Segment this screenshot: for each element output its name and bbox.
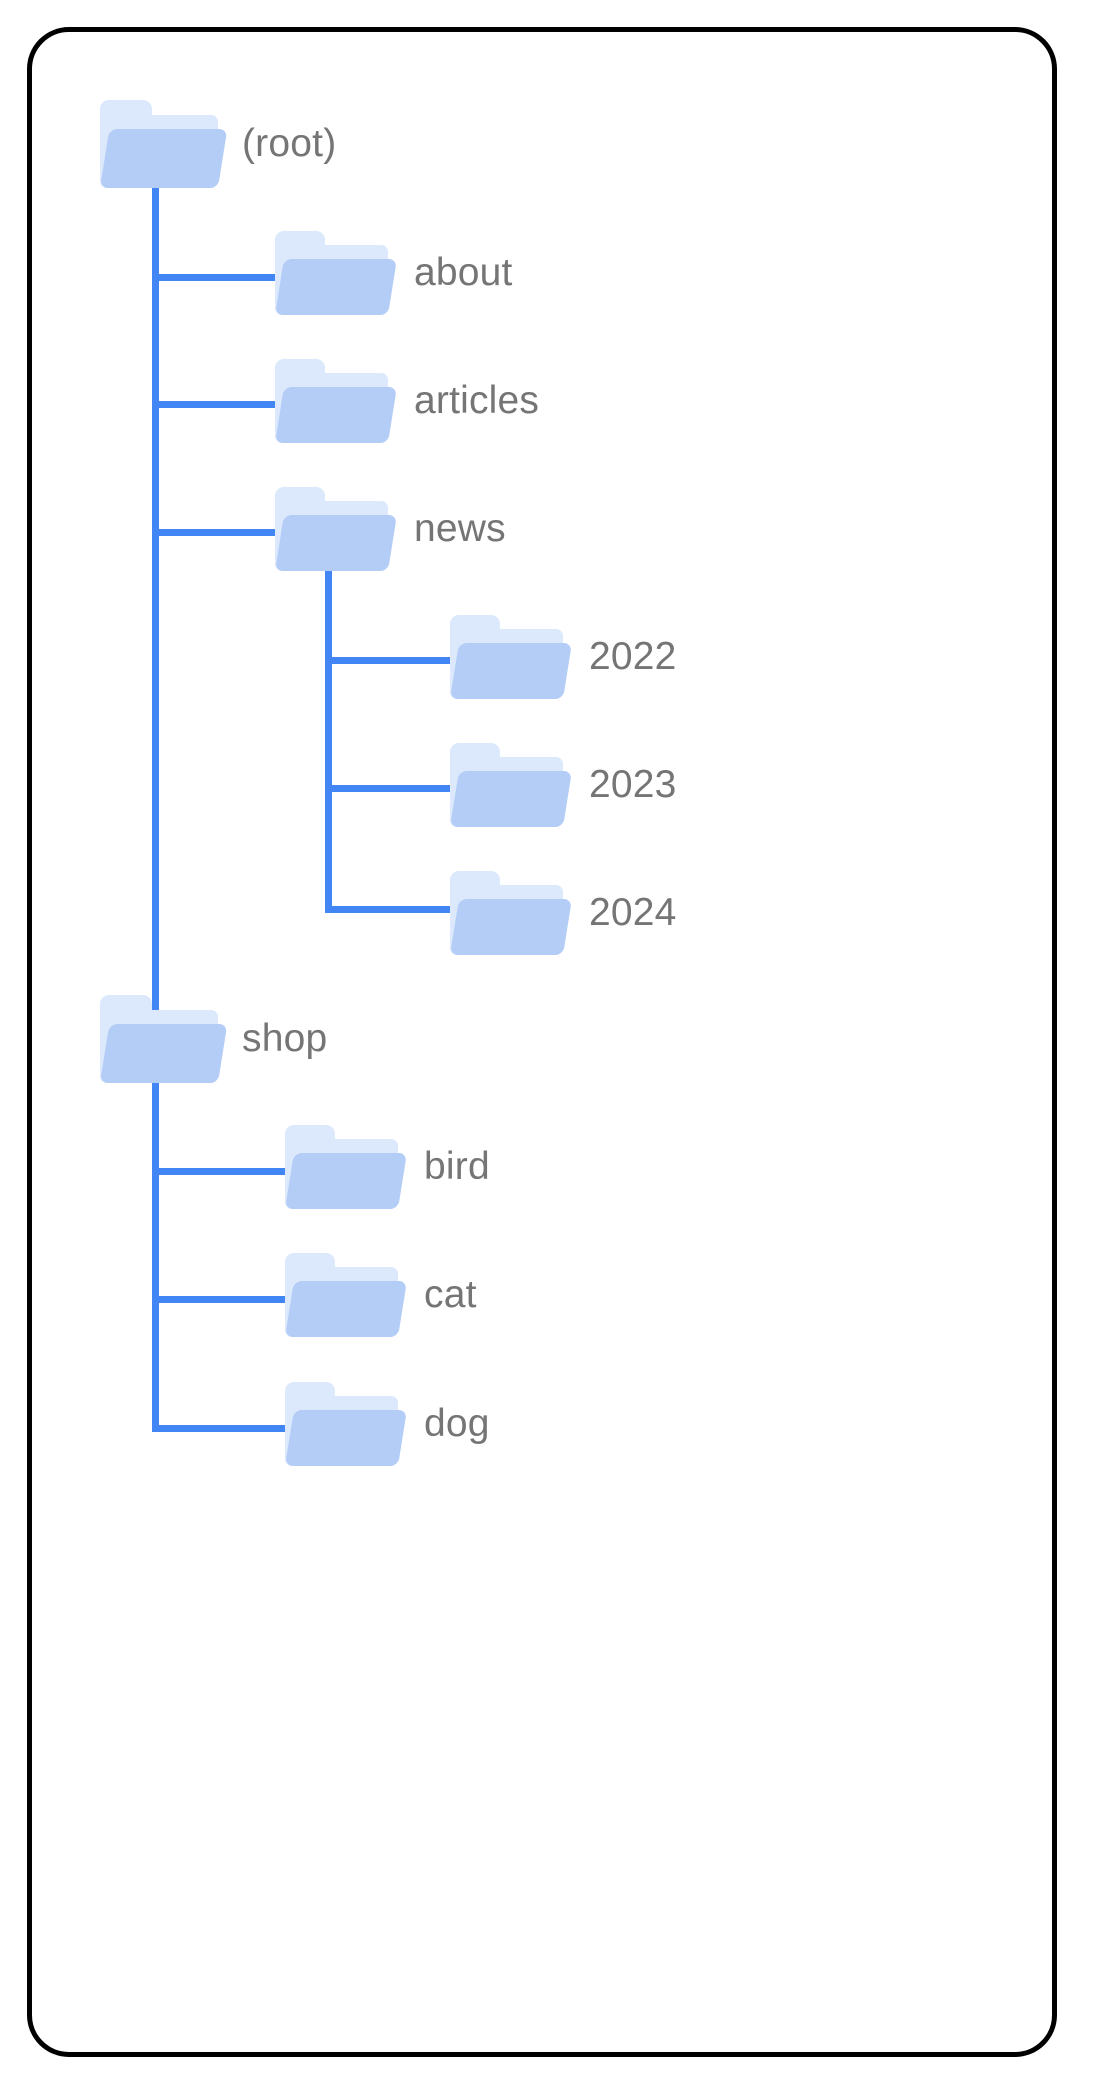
- folder-icon: [100, 100, 228, 188]
- tree-node-2023[interactable]: 2023: [450, 743, 677, 827]
- tree-edge-news-2024: [325, 906, 460, 913]
- folder-front: [285, 1152, 407, 1209]
- folder-front: [275, 258, 397, 315]
- tree-node-bird[interactable]: bird: [285, 1125, 490, 1209]
- folder-front: [285, 1280, 407, 1337]
- tree-node-cat[interactable]: cat: [285, 1253, 477, 1337]
- tree-node-label: articles: [414, 379, 540, 422]
- folder-front: [275, 386, 397, 443]
- folder-front: [275, 514, 397, 571]
- tree-node-news[interactable]: news: [275, 487, 506, 571]
- tree-node-label: 2023: [589, 763, 677, 806]
- folder-front: [450, 898, 572, 955]
- tree-edge-news-trunk: [325, 553, 332, 913]
- folder-icon: [285, 1253, 407, 1337]
- folder-icon: [450, 871, 572, 955]
- tree-node-label: news: [414, 507, 506, 550]
- tree-edge-shop-dog: [152, 1425, 297, 1432]
- folder-icon: [275, 231, 397, 315]
- tree-node-label: about: [414, 251, 513, 294]
- folder-icon: [100, 995, 228, 1083]
- folder-icon: [275, 487, 397, 571]
- tree-node-2024[interactable]: 2024: [450, 871, 677, 955]
- tree-node-2022[interactable]: 2022: [450, 615, 677, 699]
- tree-node-label: 2022: [589, 635, 677, 678]
- tree-edge-root-news: [152, 529, 287, 536]
- folder-icon: [275, 359, 397, 443]
- tree-node-label: (root): [242, 122, 337, 165]
- tree-node-root[interactable]: (root): [100, 100, 336, 188]
- tree-node-dog[interactable]: dog: [285, 1382, 490, 1466]
- tree-node-label: dog: [424, 1402, 490, 1445]
- tree-edge-root-trunk: [152, 170, 159, 1432]
- tree-node-label: cat: [424, 1273, 477, 1316]
- folder-front: [450, 770, 572, 827]
- folder-icon: [450, 743, 572, 827]
- tree-edge-shop-bird: [152, 1168, 297, 1175]
- tree-edge-shop-cat: [152, 1296, 297, 1303]
- tree-node-label: 2024: [589, 891, 677, 934]
- tree-edge-root-articles: [152, 401, 287, 408]
- folder-icon: [285, 1382, 407, 1466]
- tree-edge-news-2022: [325, 657, 460, 664]
- folder-front: [100, 129, 228, 188]
- folder-front: [285, 1409, 407, 1466]
- tree-edge-news-2023: [325, 785, 460, 792]
- folder-icon: [285, 1125, 407, 1209]
- folder-front: [450, 642, 572, 699]
- tree-node-label: shop: [242, 1017, 328, 1060]
- tree-node-articles[interactable]: articles: [275, 359, 539, 443]
- tree-node-shop[interactable]: shop: [100, 995, 327, 1083]
- folder-icon: [450, 615, 572, 699]
- tree-edge-root-about: [152, 274, 287, 281]
- folder-front: [100, 1024, 228, 1083]
- tree-node-label: bird: [424, 1145, 490, 1188]
- tree-node-about[interactable]: about: [275, 231, 513, 315]
